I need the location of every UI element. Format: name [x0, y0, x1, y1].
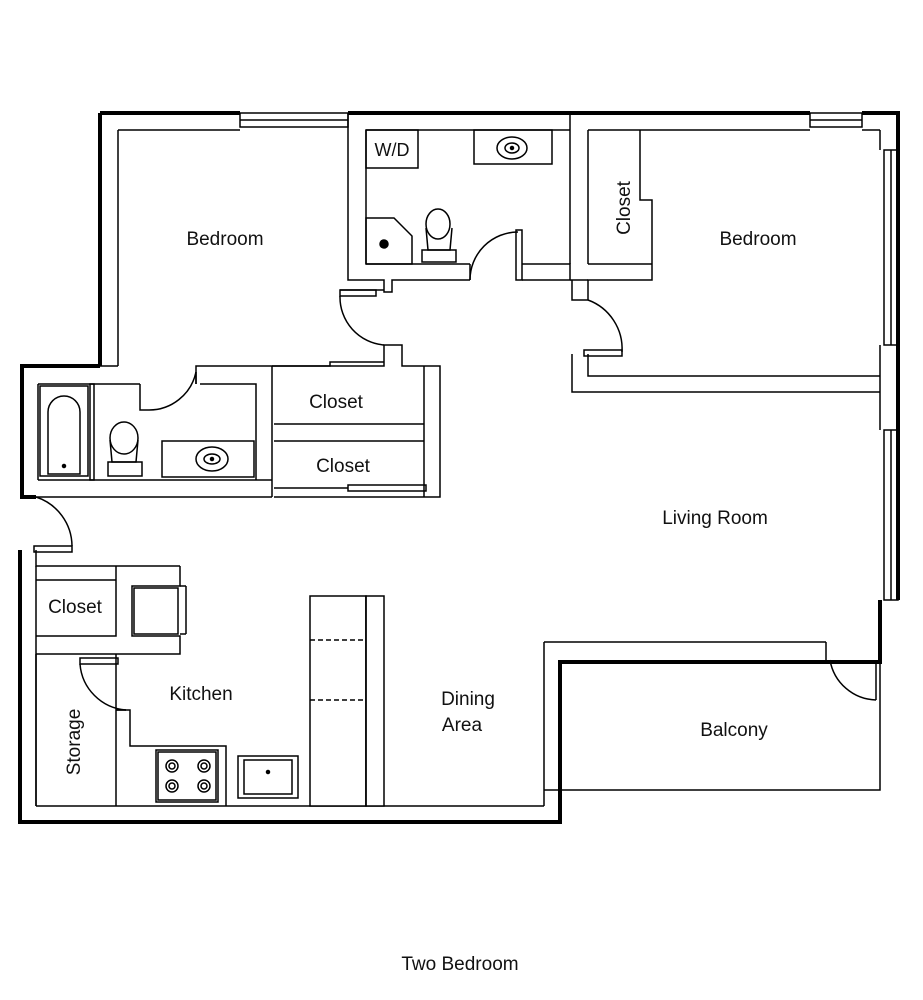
sink-left: [161, 440, 255, 478]
kitchen-walls: [35, 566, 227, 806]
closet-hall-1-label: Closet: [309, 392, 364, 413]
dining-label-line2: Area: [442, 715, 483, 736]
upper-bath-walls: [339, 113, 571, 297]
right-bedroom-walls: [570, 129, 880, 393]
laundry-label: W/D: [375, 140, 410, 160]
bedroom-left-door-swing: [339, 295, 385, 346]
living-room-label: Living Room: [662, 508, 768, 529]
kitchen-sink: [237, 755, 299, 799]
balcony-outline: [544, 642, 881, 791]
bath-door-swing: [147, 371, 197, 411]
bedroom-right-label: Bedroom: [719, 229, 796, 250]
toilet-top: [421, 208, 457, 263]
windows: [239, 112, 899, 601]
plan-caption: Two Bedroom: [401, 954, 518, 975]
hall-bath-walls: [89, 344, 441, 498]
sink-top: [473, 129, 553, 165]
toilet-left: [107, 421, 143, 477]
balcony-label: Balcony: [700, 720, 768, 741]
bedroom-left-label: Bedroom: [186, 229, 263, 250]
upper-bath-door-swing: [469, 229, 523, 281]
stove: [155, 749, 219, 803]
bedroom-right-door-swing: [587, 299, 623, 353]
entry-door-swing: [33, 496, 73, 553]
closet-right-label: Closet: [614, 180, 635, 235]
closet-hall-2-label: Closet: [316, 456, 371, 477]
bathtub: [39, 385, 89, 477]
kitchen-label: Kitchen: [169, 684, 232, 705]
kitchen-counter: [309, 595, 385, 807]
inner-wall-lines: [35, 129, 881, 807]
closet-kitchen-label: Closet: [48, 597, 103, 618]
storage-label: Storage: [64, 709, 85, 776]
dining-label-line1: Dining: [441, 689, 495, 710]
